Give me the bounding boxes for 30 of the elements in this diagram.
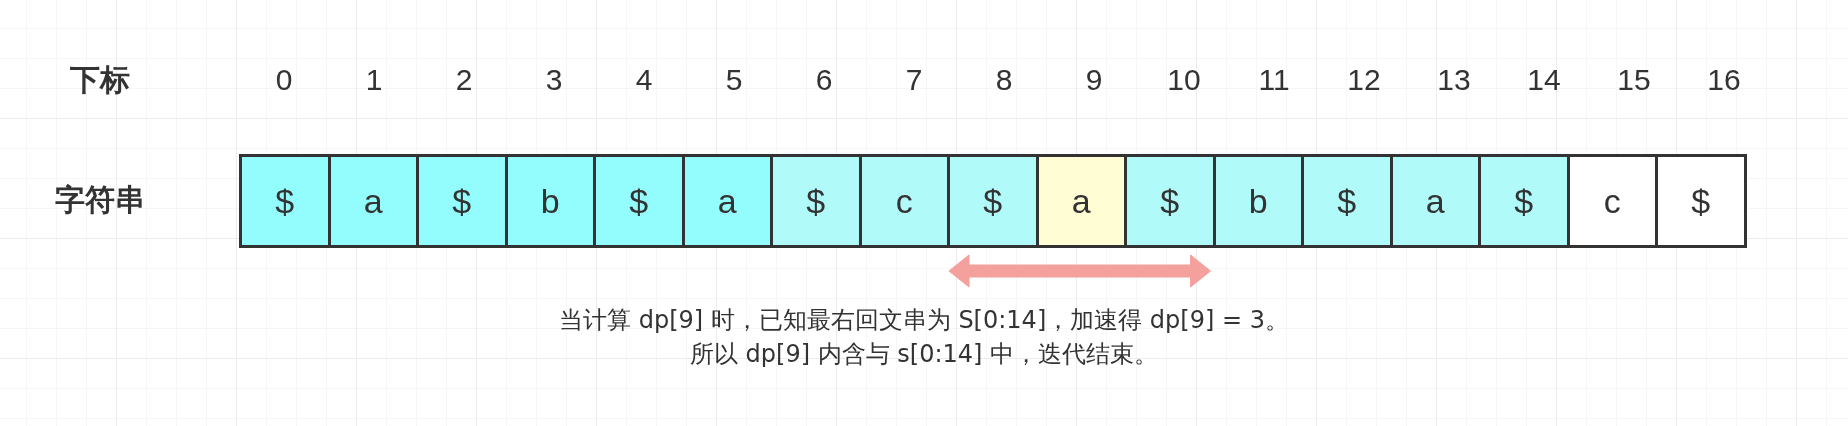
index-number: 2 xyxy=(455,63,473,97)
string-cell: $ xyxy=(593,154,685,248)
index-number: 15 xyxy=(1617,63,1651,97)
index-number: 16 xyxy=(1707,63,1741,97)
index-number: 1 xyxy=(365,63,383,97)
string-cell: $ xyxy=(416,154,508,248)
index-number: 14 xyxy=(1527,63,1561,97)
string-cell: $ xyxy=(1655,154,1747,248)
index-number: 3 xyxy=(545,63,563,97)
note-text: 所以 dp[9] 内含与 s[0:14] 中，迭代结束。 xyxy=(689,339,1159,370)
index-number: 5 xyxy=(725,63,743,97)
index-number: 13 xyxy=(1437,63,1471,97)
string-cell: $ xyxy=(1124,154,1216,248)
row-heading: 下标 xyxy=(70,60,130,99)
string-cell: $ xyxy=(239,154,331,248)
index-number: 12 xyxy=(1347,63,1381,97)
index-number: 11 xyxy=(1258,63,1290,97)
index-number: 0 xyxy=(275,63,293,97)
index-number: 4 xyxy=(635,63,653,97)
index-number: 10 xyxy=(1167,63,1201,97)
index-number: 7 xyxy=(905,63,923,97)
index-number: 8 xyxy=(995,63,1013,97)
string-cell: $ xyxy=(1301,154,1393,248)
string-cell: $ xyxy=(1478,154,1570,248)
row-heading: 字符串 xyxy=(55,180,145,219)
index-number: 9 xyxy=(1085,63,1103,97)
string-cell: $ xyxy=(947,154,1039,248)
string-cell: $ xyxy=(770,154,862,248)
index-number: 6 xyxy=(815,63,833,97)
note-text: 当计算 dp[9] 时，已知最右回文串为 S[0:14]，加速得 dp[9] = 3。 xyxy=(559,305,1289,336)
